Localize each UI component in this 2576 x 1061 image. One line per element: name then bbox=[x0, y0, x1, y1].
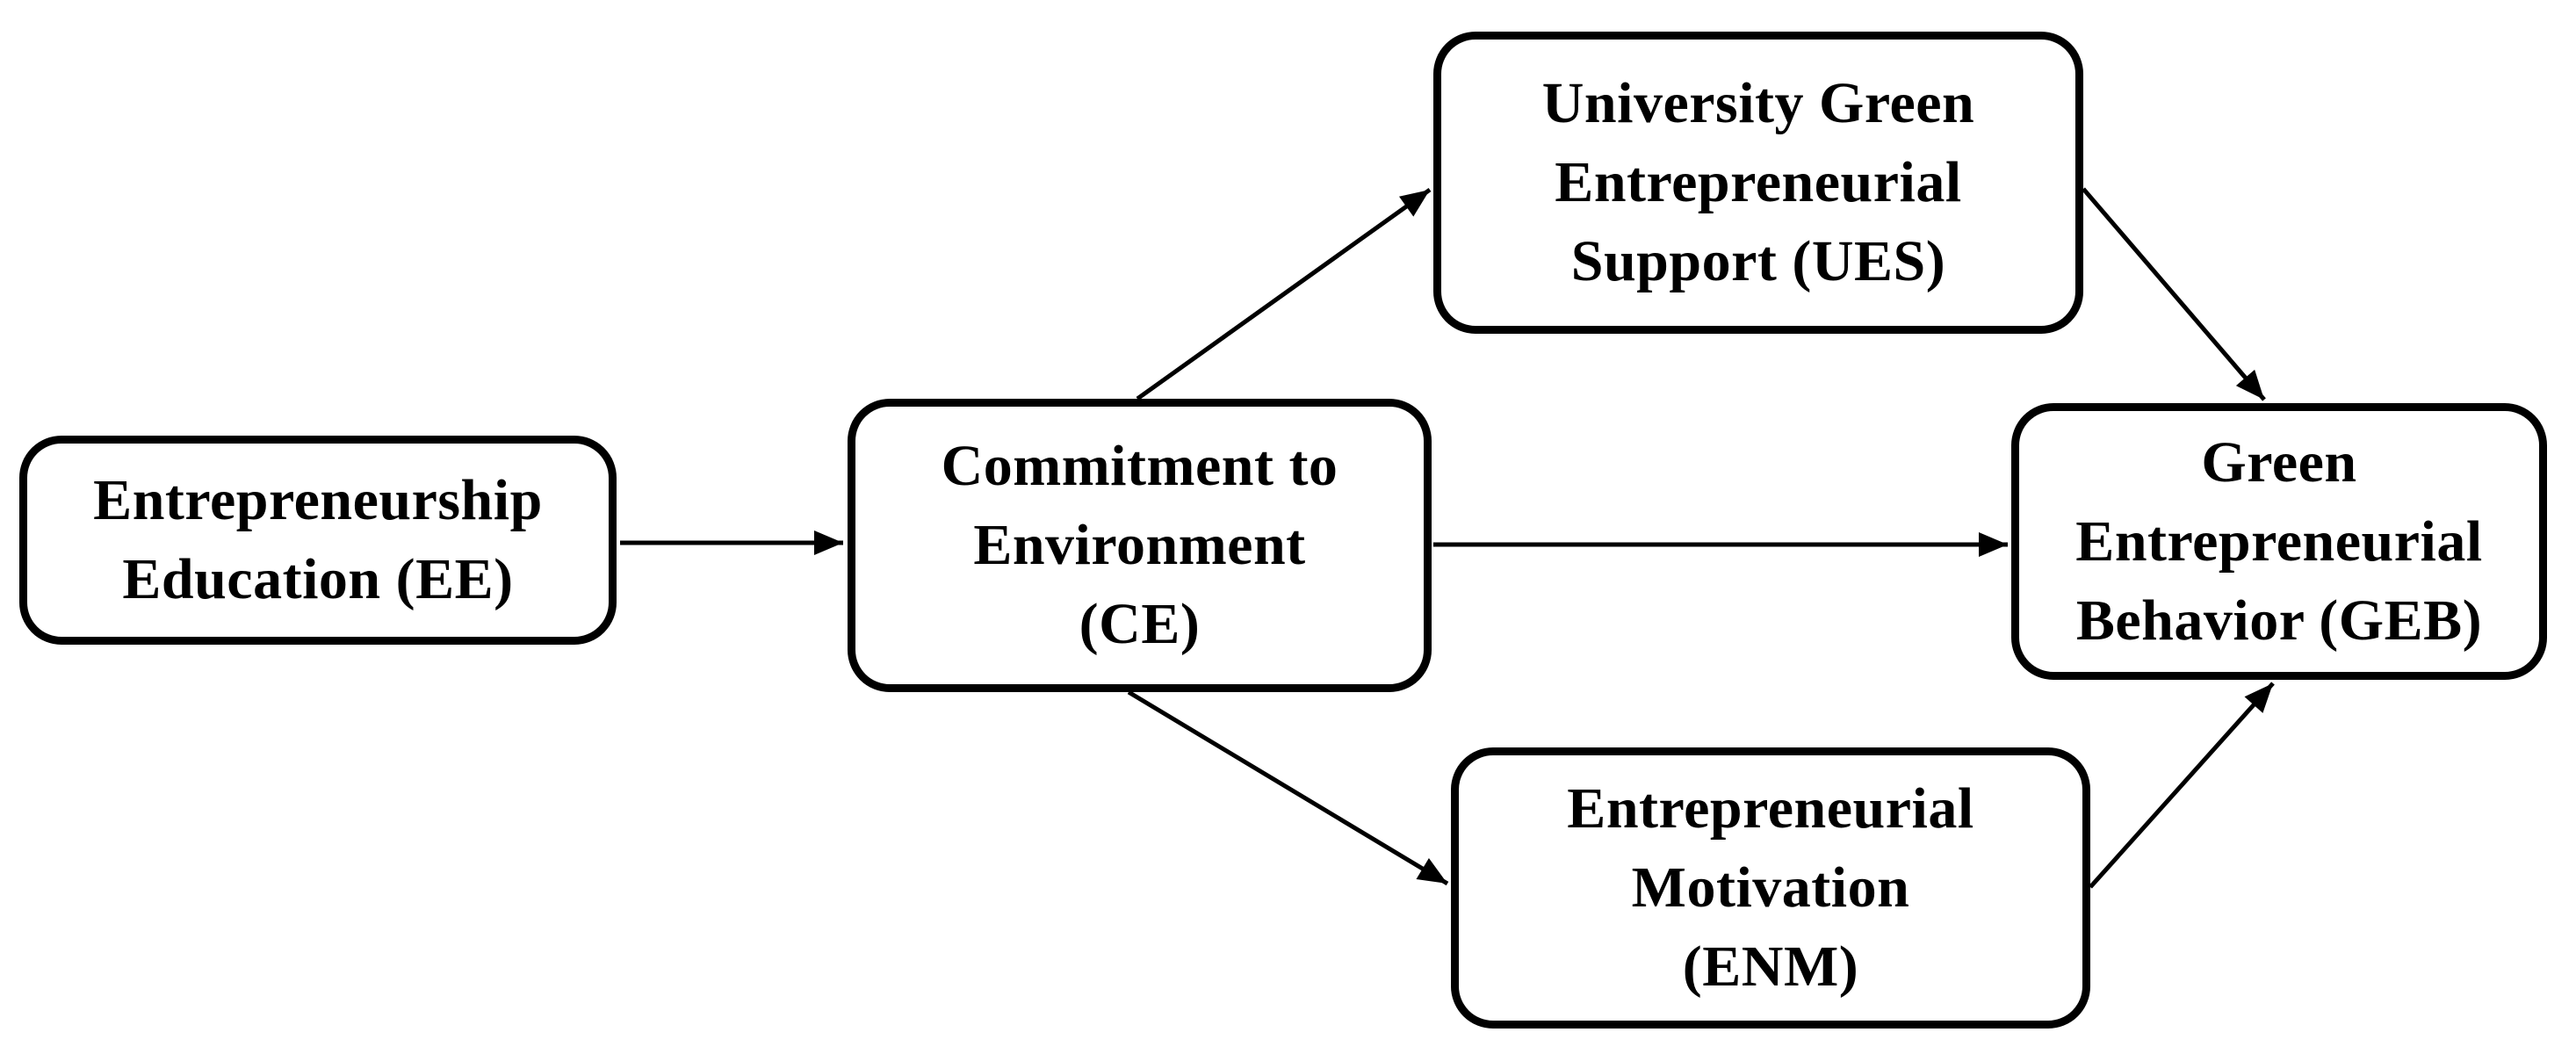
arrow-ce-to-ues bbox=[1136, 187, 1432, 401]
node-label-line: (ENM) bbox=[1682, 935, 1859, 999]
node-label-line: Behavior (GEB) bbox=[2075, 588, 2483, 653]
node-label-line: University Green bbox=[1541, 71, 1975, 135]
node-label-line: Entrepreneurship bbox=[93, 468, 543, 532]
node-commitment-to-environment: Commitment to Environment (CE) bbox=[848, 399, 1432, 692]
node-label-line: Green bbox=[2201, 429, 2357, 494]
node-label-line: Entrepreneurial bbox=[2075, 509, 2483, 574]
node-label-line: Commitment to bbox=[941, 434, 1339, 498]
node-label-line: Entrepreneurial bbox=[1567, 776, 1974, 841]
node-label-line: Support (UES) bbox=[1570, 229, 1946, 293]
node-entrepreneurship-education: Entrepreneurship Education (EE) bbox=[19, 436, 617, 645]
node-green-entrepreneurial-behavior: Green Entrepreneurial Behavior (GEB) bbox=[2011, 403, 2547, 680]
node-university-green-entrepreneurial-support: University Green Entrepreneurial Support… bbox=[1433, 32, 2083, 334]
node-label-line: Motivation bbox=[1631, 855, 1910, 920]
node-label-line: Entrepreneurial bbox=[1555, 150, 1962, 214]
node-label-line: (CE) bbox=[1079, 592, 1201, 656]
arrow-ues-to-geb bbox=[2082, 187, 2266, 401]
node-label-line: Education (EE) bbox=[122, 547, 514, 611]
node-entrepreneurial-motivation: Entrepreneurial Motivation (ENM) bbox=[1451, 747, 2090, 1029]
arrow-enm-to-geb bbox=[2089, 682, 2275, 889]
node-label-line: Environment bbox=[973, 513, 1306, 577]
arrow-ce-to-enm bbox=[1127, 689, 1449, 886]
